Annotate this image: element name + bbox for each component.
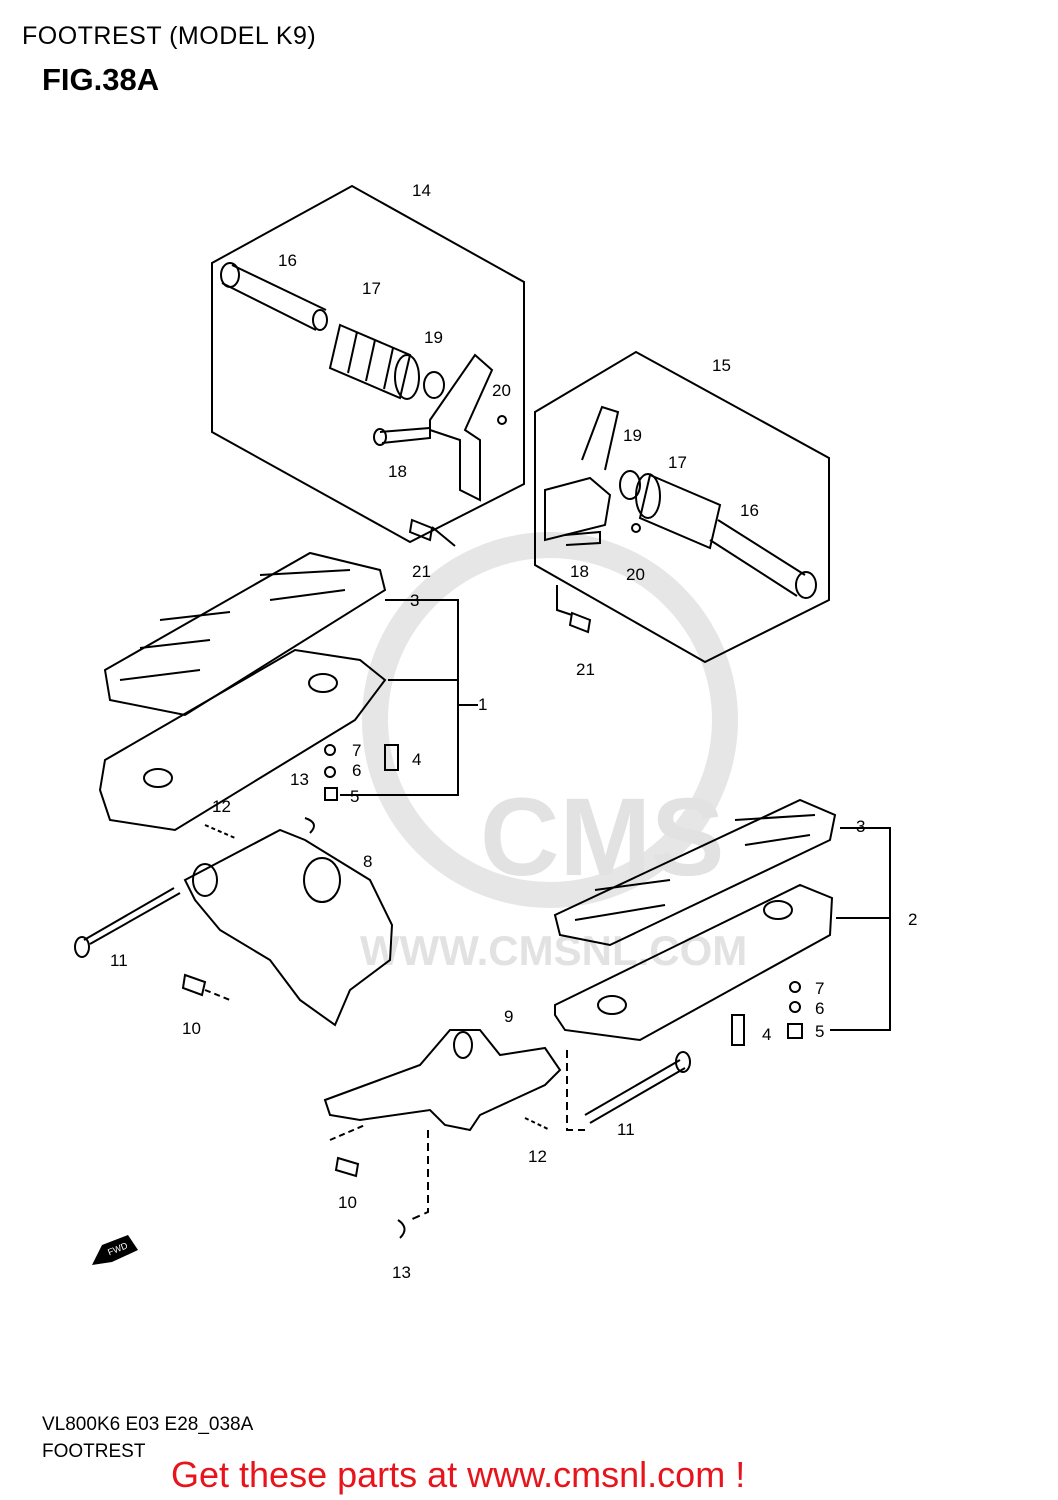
part-label: 10 bbox=[182, 1019, 201, 1038]
part-label: 6 bbox=[815, 999, 824, 1018]
part-label: 10 bbox=[338, 1193, 357, 1212]
part-label: 16 bbox=[278, 251, 297, 270]
rubber-17-left bbox=[328, 323, 412, 400]
pin-16-left bbox=[221, 264, 327, 331]
part-label: 2 bbox=[908, 910, 917, 929]
watermark-brand: CMS bbox=[480, 776, 724, 899]
part-label: 16 bbox=[740, 501, 759, 520]
part-label: 17 bbox=[362, 279, 381, 298]
part-label: 7 bbox=[352, 741, 361, 760]
part-label: 21 bbox=[576, 660, 595, 679]
diagram-header-title: FOOTREST (MODEL K9) bbox=[22, 22, 317, 50]
watermark: CMS WWW.CMSNL.COM bbox=[360, 532, 747, 974]
diagram-name: FOOTREST bbox=[42, 1441, 146, 1462]
watermark-url: WWW.CMSNL.COM bbox=[360, 927, 747, 974]
part-label: 18 bbox=[388, 462, 407, 481]
washer-19-left bbox=[423, 371, 445, 399]
part-label: 18 bbox=[570, 562, 589, 581]
bolt-18-left bbox=[379, 426, 431, 444]
part-label: 5 bbox=[815, 1022, 824, 1041]
spring-12-left bbox=[204, 824, 236, 839]
part-label: 8 bbox=[363, 852, 372, 871]
bolt-21-left bbox=[408, 518, 434, 542]
part-label: 20 bbox=[492, 381, 511, 400]
part-label: 13 bbox=[290, 770, 309, 789]
part-label: 7 bbox=[815, 979, 824, 998]
part-label: 19 bbox=[623, 426, 642, 445]
long-bolt-11-left bbox=[83, 887, 181, 945]
footrest-bracket-9 bbox=[323, 1029, 562, 1132]
clip-20-right bbox=[631, 523, 641, 533]
part-label: 15 bbox=[712, 356, 731, 375]
footboard-rubber-left bbox=[103, 551, 387, 717]
part-label: 20 bbox=[626, 565, 645, 584]
part-label: 12 bbox=[528, 1147, 547, 1166]
clip-20-left bbox=[497, 415, 507, 425]
step-bracket-left bbox=[429, 353, 494, 502]
footboard-base-left bbox=[98, 648, 387, 832]
long-bolt-11-right bbox=[584, 1059, 686, 1124]
part-label: 19 bbox=[424, 328, 443, 347]
part-label: 11 bbox=[617, 1120, 635, 1139]
bolt-21-right bbox=[568, 611, 592, 634]
footrest-bracket-8 bbox=[183, 828, 394, 1027]
bolt-10-left bbox=[181, 973, 207, 997]
assembly-box-15 bbox=[534, 350, 830, 664]
clip-13-left bbox=[304, 817, 315, 834]
part-label: 12 bbox=[212, 797, 231, 816]
part-label: 5 bbox=[350, 787, 359, 806]
part-label: 3 bbox=[410, 591, 419, 610]
rubber-17-right bbox=[638, 473, 722, 550]
part-label: 17 bbox=[668, 453, 687, 472]
part-label: 1 bbox=[478, 695, 487, 714]
part-label: 3 bbox=[856, 817, 865, 836]
step-bracket-right bbox=[581, 405, 620, 471]
part-label: 13 bbox=[392, 1263, 411, 1282]
part-label: 21 bbox=[412, 562, 431, 581]
assembly-box-14 bbox=[211, 184, 525, 544]
diagram-code: VL800K6 E03 E28_038A bbox=[42, 1414, 254, 1435]
part-label: 4 bbox=[412, 750, 421, 769]
footboard-rubber-right bbox=[553, 798, 837, 947]
part-label: 9 bbox=[504, 1007, 513, 1026]
promo-link[interactable]: Get these parts at www.cmsnl.com ! bbox=[171, 1454, 746, 1495]
footboard-base-right bbox=[554, 883, 834, 1042]
bolt-18-right bbox=[564, 530, 601, 546]
forward-arrow-icon: FWD bbox=[92, 1235, 138, 1265]
spring-12-right bbox=[524, 1117, 551, 1131]
washer-19-right bbox=[619, 470, 641, 500]
part-label: 14 bbox=[412, 181, 431, 200]
bolt-4-right bbox=[731, 1014, 745, 1046]
part-label: 4 bbox=[762, 1025, 771, 1044]
clip-13-right bbox=[397, 1219, 406, 1239]
bolt-4-left bbox=[384, 744, 399, 771]
figure-number: FIG.38A bbox=[42, 62, 160, 97]
pin-16-right bbox=[709, 519, 806, 597]
part-label: 11 bbox=[110, 951, 128, 970]
bolt-10-right bbox=[334, 1156, 360, 1178]
part-label: 6 bbox=[352, 761, 361, 780]
